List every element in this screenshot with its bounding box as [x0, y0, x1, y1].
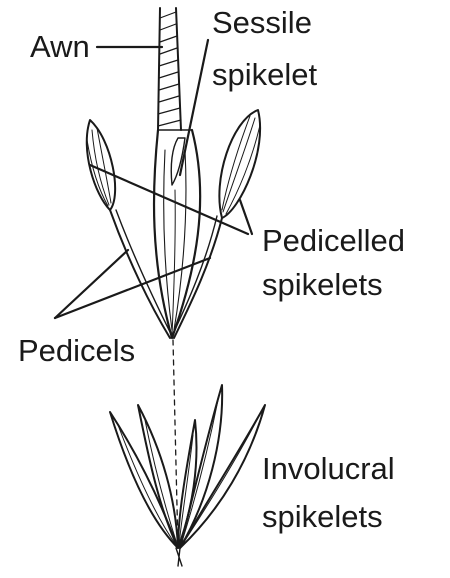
- pedicels-leader-left: [55, 250, 128, 318]
- pedicels-label: Pedicels: [18, 334, 135, 367]
- pedicelled-leader-right: [240, 200, 252, 234]
- involucral-label-line2: spikelets: [262, 500, 383, 533]
- involucral-spikelets-shape: [110, 385, 265, 566]
- awn-label: Awn: [30, 30, 90, 63]
- awn-shape: [158, 8, 181, 130]
- pedicelled-label-line1: Pedicelled: [262, 224, 405, 257]
- pedicelled-label-line2: spikelets: [262, 268, 383, 301]
- left-pedicelled-spikelet-shape: [87, 120, 172, 338]
- sessile-spikelet-shape: [154, 130, 200, 338]
- sessile-label-line2: spikelet: [212, 58, 317, 91]
- sessile-leader: [180, 40, 208, 175]
- sessile-label-line1: Sessile: [212, 6, 312, 39]
- involucral-label-line1: Involucral: [262, 452, 395, 485]
